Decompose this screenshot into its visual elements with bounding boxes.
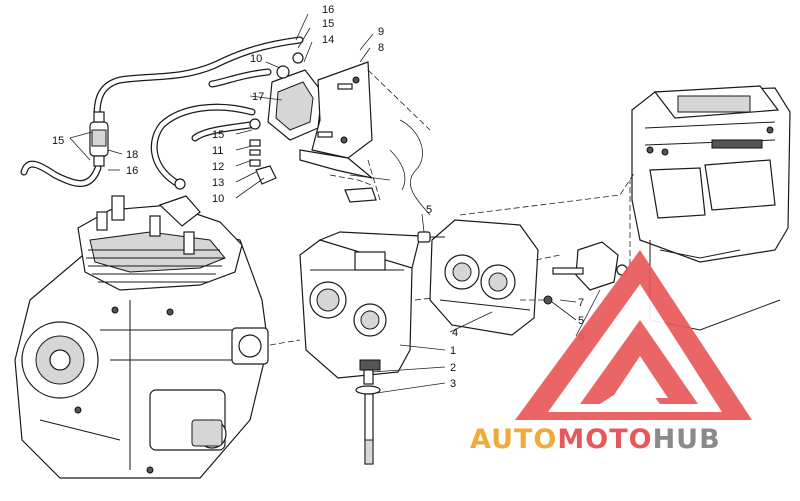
callout-15-mid: 15 [212, 129, 224, 141]
callout-9: 9 [378, 26, 384, 38]
callout-11: 11 [212, 145, 223, 157]
callout-12: 12 [212, 161, 224, 173]
pump-bracket [299, 61, 431, 203]
callout-16-top: 16 [322, 4, 334, 16]
watermark-text: AUTOMOTOHUB [470, 424, 721, 455]
watermark-hub: HUB [653, 424, 721, 455]
engine-assembly [14, 195, 269, 479]
background-scribbles [349, 119, 431, 216]
assembly-lines [269, 171, 636, 346]
callout-10-mid: 10 [212, 193, 224, 205]
callout-5-top: 5 [426, 204, 432, 216]
callout-10-top: 10 [250, 53, 262, 65]
carburetor [299, 231, 421, 379]
callout-14: 14 [322, 34, 334, 46]
callout-labels: 16 15 14 9 8 10 17 15 18 16 15 11 12 13 … [52, 4, 584, 390]
callout-4: 4 [452, 327, 458, 339]
watermark-auto: AUTO [470, 424, 557, 455]
fuel-hoses [20, 36, 304, 187]
callout-2: 2 [450, 362, 456, 374]
callout-17: 17 [252, 91, 264, 103]
callout-8: 8 [378, 42, 384, 54]
airbox [631, 85, 791, 331]
leader-lines [69, 13, 601, 395]
callout-7: 7 [578, 297, 584, 309]
callout-18: 18 [126, 149, 138, 161]
callout-15-left: 15 [52, 135, 64, 147]
svg-text:AUTOMOTOHUB: AUTOMOTOHUB [470, 424, 721, 455]
fuel-pump [249, 52, 323, 141]
fuel-filter [89, 111, 109, 167]
intake-silencer [429, 219, 539, 336]
jet-and-drain [355, 369, 381, 465]
callout-3: 3 [450, 378, 456, 390]
cylinder-fins [86, 249, 224, 283]
hardware-stack [174, 139, 277, 190]
callout-1: 1 [450, 345, 456, 357]
callout-16-left: 16 [126, 165, 138, 177]
watermark-moto: MOTO [557, 424, 652, 455]
callout-5-right: 5 [578, 315, 584, 327]
callout-15-top: 15 [322, 18, 334, 30]
watermark-logo [515, 250, 752, 420]
callout-13: 13 [212, 177, 224, 189]
